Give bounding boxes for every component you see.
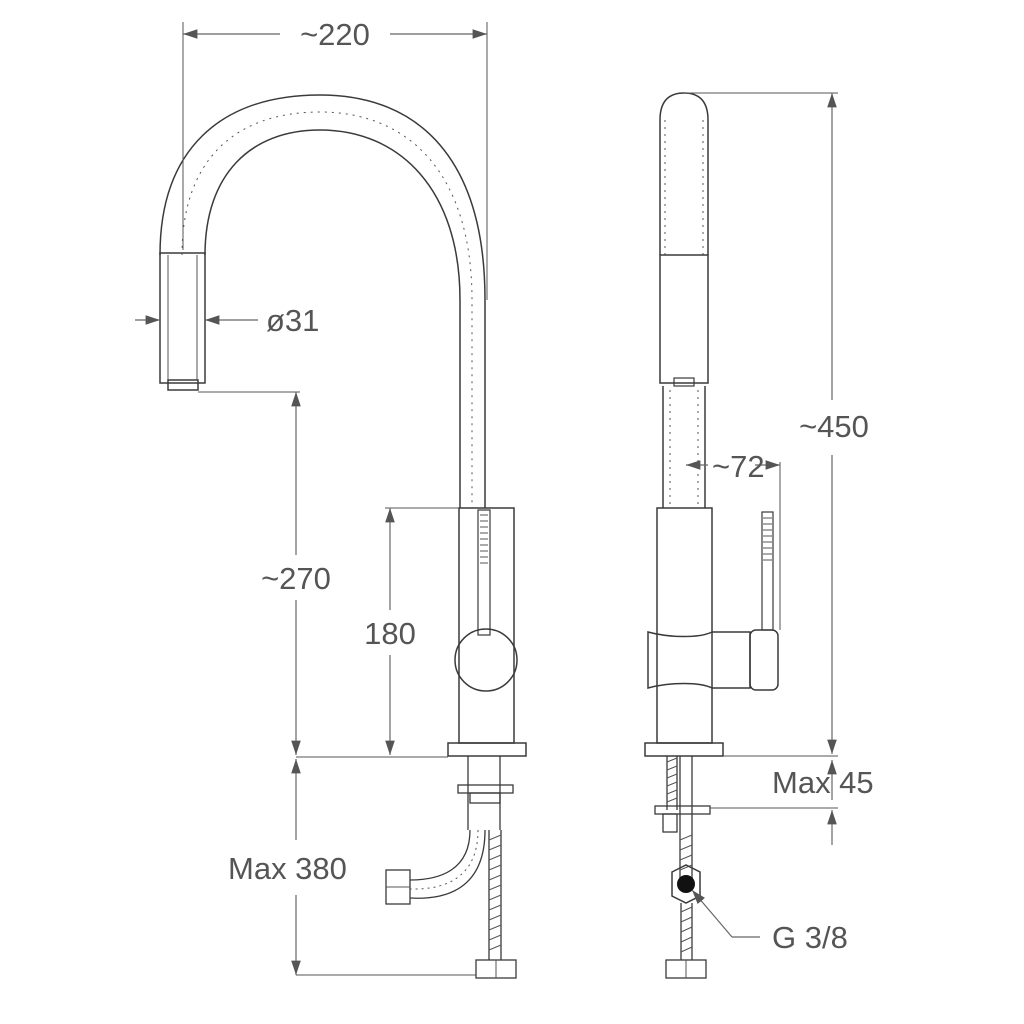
spout-head: [159, 252, 206, 391]
side-body: [644, 507, 779, 757]
dim-diameter-label: ø31: [266, 303, 319, 338]
side-mounting-parts: [654, 756, 711, 979]
dim-max-hose-label: Max 380: [228, 851, 347, 886]
spring-spout: [159, 94, 486, 508]
dim-lever-depth-label: ~72: [712, 449, 765, 484]
mounting-parts: [385, 756, 517, 979]
dim-max-thickness-label: Max 45: [772, 765, 874, 800]
dimension-lines: [135, 22, 838, 976]
dim-width-label: ~220: [300, 17, 370, 52]
dim-body-height-label: 180: [364, 616, 416, 651]
side-view: [644, 92, 779, 979]
faucet-body: [447, 507, 527, 757]
front-view: [159, 94, 527, 979]
dim-spout-height-label: ~270: [261, 561, 331, 596]
dim-total-height-label: ~450: [799, 409, 869, 444]
side-spring-spout: [659, 92, 709, 508]
dim-connection-label: G 3/8: [772, 920, 848, 955]
